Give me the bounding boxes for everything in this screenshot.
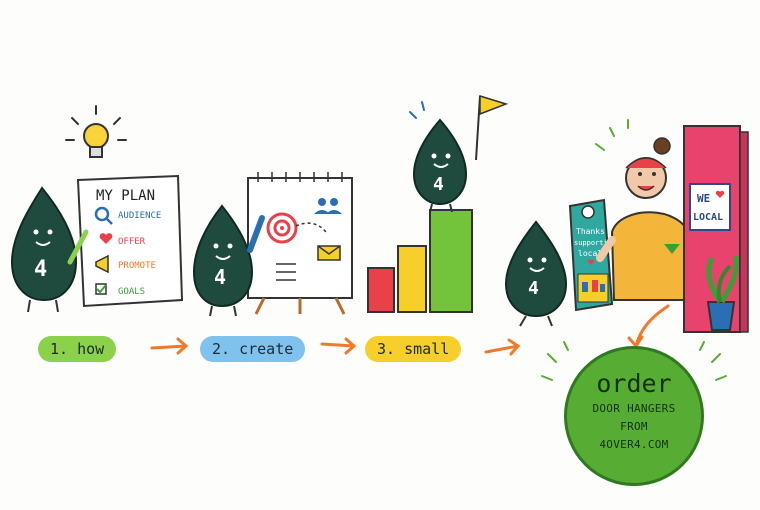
curved-arrow-icon [627, 304, 670, 349]
pencil-icon [67, 229, 89, 265]
sparkle-lines [541, 341, 727, 381]
mascot-number: 4 [34, 257, 47, 282]
flag-icon [475, 94, 509, 161]
plant-icon [664, 244, 680, 254]
order-line3: 4OVER4.COM [599, 438, 669, 451]
growth-bars [367, 209, 473, 313]
magnifier-icon [94, 206, 113, 225]
order-line1: DOOR HANGERS [592, 402, 676, 415]
heart-icon [99, 233, 113, 244]
mascot-number: 4 [214, 265, 226, 289]
step-2-label: 2. create [200, 336, 306, 362]
envelope-icon [317, 245, 341, 261]
step-3-label: 3. small [365, 336, 462, 362]
marker-icon [247, 215, 265, 253]
checkbox-icon [95, 283, 107, 295]
mascot-step4: 4 [504, 220, 568, 327]
target-icon [266, 212, 298, 244]
lightbulb-icon [65, 105, 127, 158]
mascot-number: 4 [528, 278, 539, 299]
we-local-sign: WE LOCAL [689, 183, 731, 231]
mascot-step1: 4 [10, 186, 89, 313]
plan-item-audience: AUDIENCE [118, 211, 161, 221]
shop-owner [595, 119, 698, 301]
order-title: order [596, 369, 672, 398]
plan-item-goals: GOALS [118, 287, 145, 297]
sign-line2: LOCAL [693, 212, 723, 223]
door-hanger: Thanks supporting local! [568, 198, 616, 312]
shop-door: WE LOCAL [683, 125, 749, 333]
megaphone-icon [95, 254, 109, 274]
arrow-icon [320, 337, 357, 355]
mascot-number: 4 [433, 174, 444, 195]
mascot-step3: 4 [409, 94, 509, 213]
arrow-icon [150, 337, 189, 355]
plan-board: MY PLAN AUDIENCE OFFER PROMOTE GOALS [76, 174, 184, 308]
plan-title: MY PLAN [96, 188, 155, 204]
people-icon [314, 198, 342, 214]
door-hanger-line1: Thanks [576, 227, 605, 236]
mascot-step2: 4 [192, 204, 265, 317]
door-hanger-line2: supporting [574, 239, 616, 247]
order-line2: FROM [620, 420, 648, 433]
checklist-icon [276, 263, 296, 281]
step-1-label: 1. how [38, 336, 117, 362]
sign-line1: WE [697, 192, 710, 205]
potted-plant-icon [706, 255, 739, 331]
order-badge[interactable]: order DOOR HANGERS FROM 4OVER4.COM [564, 346, 704, 486]
plan-item-promote: PROMOTE [118, 261, 156, 271]
door-hanger-line3: local! [578, 249, 607, 258]
plan-item-offer: OFFER [118, 237, 146, 247]
easel-board [247, 172, 353, 315]
arrow-icon [484, 338, 521, 356]
